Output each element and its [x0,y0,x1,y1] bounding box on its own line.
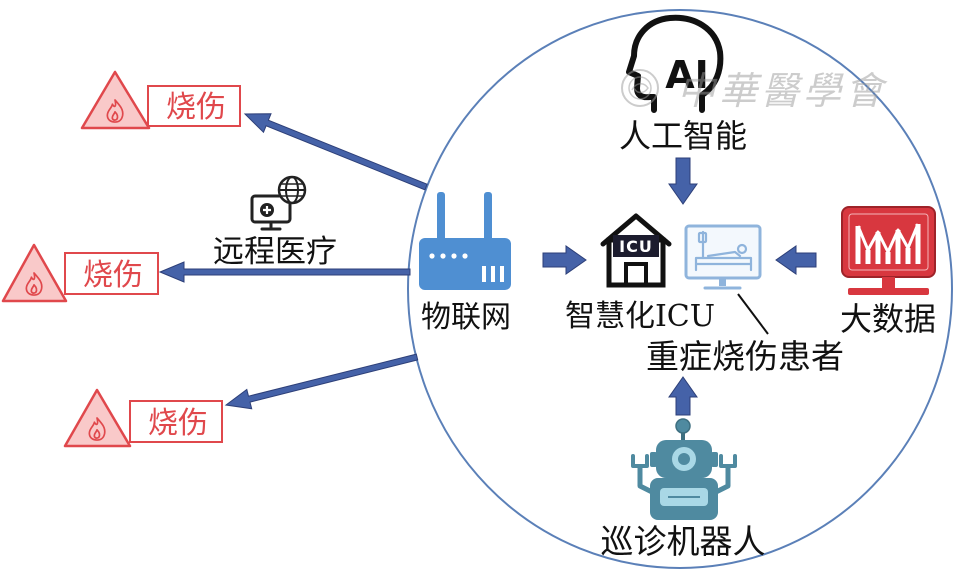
association-seal-icon [621,69,659,107]
telemedicine-monitor-icon [250,175,307,231]
flame-icon [25,272,43,296]
iot-node: 物联网 [419,192,511,335]
flame-icon [106,99,124,123]
robot-arm-right [713,465,731,495]
router-port [491,266,495,282]
bigdata-screen-inner [848,213,929,271]
router-led [451,253,457,259]
robot-ear-right [711,452,718,467]
burn-target-3: 烧伤 [63,388,223,448]
router-led [440,253,446,259]
arrow-to-burn-2 [158,261,411,283]
monitor-stand [719,278,726,286]
watermark-text: 中華醫學會 [677,69,888,113]
icu-sign [613,235,659,257]
router-led [462,253,468,259]
patient-monitor-icon [684,224,762,290]
bigdata-label: 大数据 [840,300,936,338]
bigdata-base [848,288,929,295]
patient-node: 重症烧伤患者 [646,224,844,376]
robot-arm-left [637,465,655,495]
telemedicine-label: 远程医疗 [213,234,337,270]
bigdata-node: 大数据 [840,206,936,338]
patient-leader-line [737,293,769,335]
flame-outer [106,99,124,123]
arrow-ai-to-icu [668,157,698,205]
flame-icon [88,417,106,441]
patient-body [706,250,742,258]
warning-flame-icon [80,70,151,130]
ai-label: 人工智能 [619,117,747,155]
router-icon [419,192,511,290]
bigdata-bar [905,248,911,264]
router-port [500,266,504,282]
ai-head-icon: AI [626,14,724,113]
robot-claw-right [719,454,737,468]
robot-antenna-ball [675,418,691,434]
flame-inner [111,111,119,121]
ai-node: AI 人工智能 [619,14,747,155]
arrow-to-burn-1 [243,113,428,191]
icu-node: ICU 智慧化ICU [565,213,715,334]
icu-sign-text: ICU [619,237,653,256]
monitor-screen [684,224,762,280]
burn-label: 烧伤 [83,258,143,293]
router-antenna-right [484,192,492,242]
globe-icon [277,175,307,205]
flame-outer [88,417,106,441]
router-body [419,238,511,290]
medical-cross-icon [263,206,271,214]
robot-icon [631,418,737,520]
warning-flame-icon [1,243,68,303]
icu-house-icon: ICU [600,213,672,288]
robot-pupil [678,453,690,465]
robot-node: 巡诊机器人 [601,418,766,561]
router-antenna-left [437,192,445,242]
robot-claw-left [631,454,649,468]
burn-label-box [147,85,241,127]
house-roof [600,213,672,247]
ai-icon-text: AI [665,53,709,97]
warning-flame-icon [63,388,132,448]
bigdata-bar [895,230,901,264]
burn-label-box [129,400,223,443]
burn-label: 烧伤 [148,406,208,441]
bigdata-bar [865,250,871,264]
patient-label: 重症烧伤患者 [646,337,844,376]
burn-target-1: 烧伤 [80,70,241,130]
robot-ear-left [650,452,657,467]
burn-label: 烧伤 [166,90,226,125]
arrow-to-burn-3 [224,353,419,410]
bigdata-trend-line [856,223,920,254]
router-led [429,253,435,259]
icu-label: 智慧化ICU [565,299,715,334]
bar-chart-screen-icon [841,206,936,295]
watermark: 中華醫學會 [621,69,888,113]
arrow-robot-to-patient [668,376,698,416]
house-door [624,262,648,287]
router-port [482,266,486,282]
iv-bag [697,231,708,244]
bigdata-bar [855,226,861,264]
bigdata-stand [882,277,895,289]
patient-head [736,243,748,255]
flame-inner [93,429,101,439]
burn-label-box [64,252,159,295]
head-outline [626,14,724,113]
arrow-bigdata-to-patient [775,245,817,275]
robot-label: 巡诊机器人 [601,522,766,561]
bigdata-bar [885,252,891,264]
telemedicine-node: 远程医疗 [213,175,337,270]
flame-inner [30,284,38,294]
bigdata-bar [875,232,881,264]
burn-target-2: 烧伤 [1,243,159,303]
smart-icu-boundary-circle [407,9,953,569]
arrow-iot-to-icu [542,245,587,275]
flame-outer [25,272,43,296]
bigdata-bar [915,224,921,264]
iot-label: 物联网 [421,300,511,335]
